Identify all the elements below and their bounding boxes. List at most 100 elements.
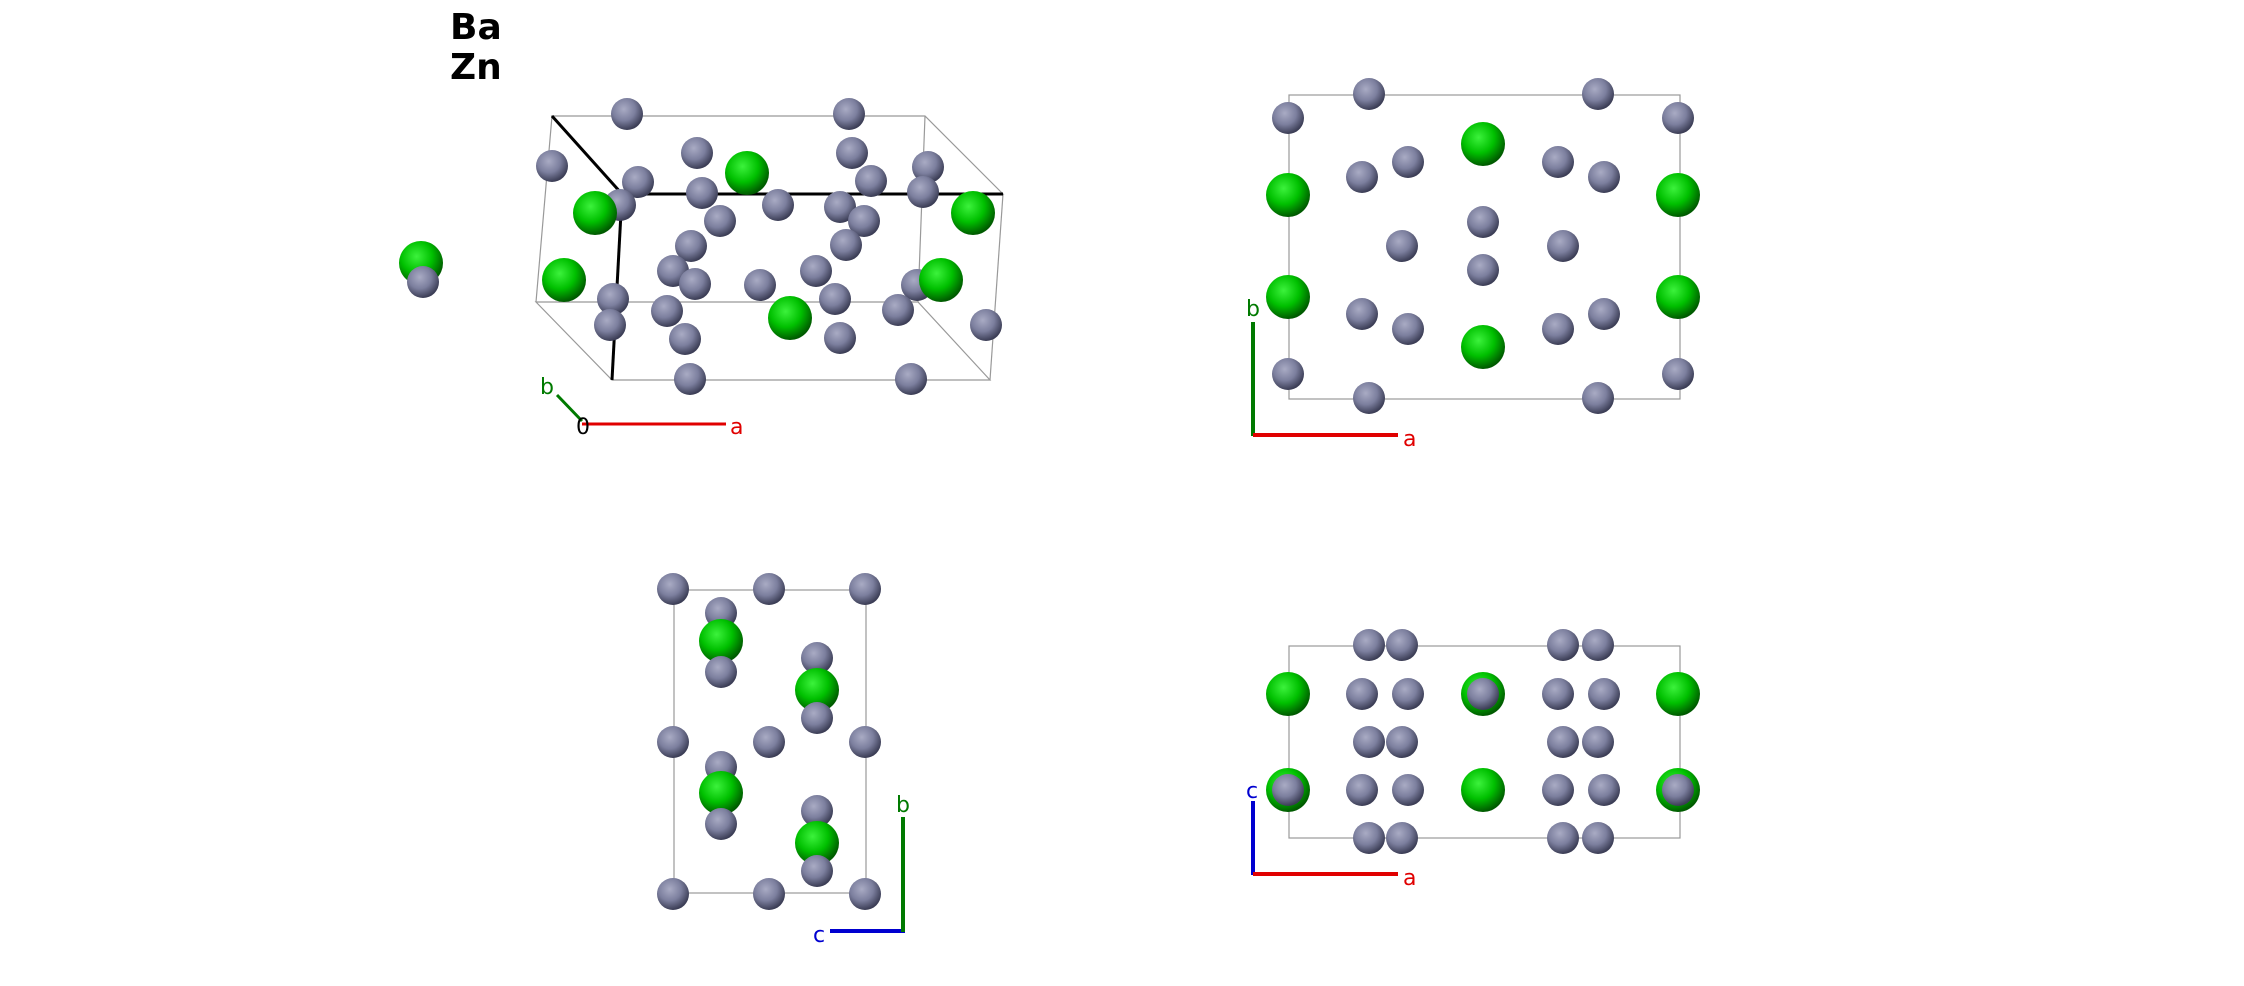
zn-atom [1582, 726, 1614, 758]
b-axis-label: b [540, 375, 554, 400]
zn-atom [800, 255, 832, 287]
zn-atom [824, 191, 856, 223]
zn-atom [830, 229, 862, 261]
zn-atom [824, 322, 856, 354]
zn-atom [1346, 774, 1378, 806]
a-axis-label: a [1403, 866, 1416, 891]
ba-atom [1461, 325, 1505, 369]
legend-zn: Zn [450, 47, 502, 88]
zn-atom [1467, 678, 1499, 710]
zn-atom [1542, 774, 1574, 806]
zn-atom [1353, 382, 1385, 414]
legend-ba: Ba [450, 7, 502, 48]
zn-atom [1582, 822, 1614, 854]
axis-indicator-ac: c a [1246, 779, 1416, 891]
ba-atom [699, 771, 743, 815]
zn-atom [597, 283, 629, 315]
zn-atom [704, 205, 736, 237]
zn-atom [849, 878, 881, 910]
zn-atom [833, 98, 865, 130]
b-axis-label: b [1246, 297, 1260, 322]
ba-atom [699, 619, 743, 663]
ba-atom [1461, 122, 1505, 166]
zn-atom [1588, 678, 1620, 710]
zn-atom [681, 137, 713, 169]
zn-atom [657, 726, 689, 758]
zn-atom [686, 177, 718, 209]
zn-atom [1272, 358, 1304, 390]
zn-atom [801, 855, 833, 887]
cb-view: c b [657, 573, 910, 948]
zn-atom [657, 573, 689, 605]
zn-atom [855, 165, 887, 197]
zn-atom [1547, 629, 1579, 661]
zn-atom [705, 808, 737, 840]
zn-atom [801, 702, 833, 734]
axis-indicator-perspective: b 0 a [540, 375, 743, 440]
zn-atom [801, 642, 833, 674]
zn-atom [594, 309, 626, 341]
zn-atom [1542, 313, 1574, 345]
ab-view: b a [1246, 78, 1700, 452]
zn-atom [1547, 726, 1579, 758]
zn-atom [907, 176, 939, 208]
axis-indicator-ab: b a [1246, 297, 1416, 452]
atoms-cb [657, 573, 881, 910]
zn-atom [1386, 629, 1418, 661]
zn-atom [675, 230, 707, 262]
zn-atom [753, 726, 785, 758]
zn-atom [536, 150, 568, 182]
zn-atom [611, 98, 643, 130]
zn-atom [849, 726, 881, 758]
zn-atom [1392, 146, 1424, 178]
zn-atom [1467, 254, 1499, 286]
c-axis-label: c [1246, 779, 1258, 804]
zn-atom [1542, 678, 1574, 710]
zn-atom [836, 137, 868, 169]
unit-cell-box [1288, 94, 1681, 400]
zn-atom [1588, 774, 1620, 806]
a-axis-label: a [730, 415, 743, 440]
ba-atom [795, 668, 839, 712]
zn-atom [1547, 230, 1579, 262]
zn-atom [1392, 678, 1424, 710]
ba-atom [1656, 672, 1700, 716]
zn-atom [1582, 629, 1614, 661]
zn-atom [407, 266, 439, 298]
perspective-view: b 0 a [399, 98, 1005, 440]
zn-atom [1346, 678, 1378, 710]
ba-atom [1266, 672, 1310, 716]
a-axis-label: a [1403, 427, 1416, 452]
zn-atom [1582, 382, 1614, 414]
ba-atom [1266, 173, 1310, 217]
zn-atom [1662, 102, 1694, 134]
zn-atom [679, 268, 711, 300]
ac-view: c a [1246, 629, 1700, 891]
zn-atom [753, 573, 785, 605]
ba-atom [951, 191, 995, 235]
ba-atom [795, 821, 839, 865]
zn-atom [1392, 313, 1424, 345]
zn-atom [1353, 726, 1385, 758]
element-legend: Ba Zn [450, 8, 502, 88]
ba-atom [542, 258, 586, 302]
zn-atom [1588, 161, 1620, 193]
ba-atom [919, 258, 963, 302]
zn-atom [819, 283, 851, 315]
zn-atom [1582, 78, 1614, 110]
zn-atom [1386, 230, 1418, 262]
ba-atom [725, 151, 769, 195]
zn-atom [801, 795, 833, 827]
zn-atom [705, 656, 737, 688]
zn-atom [651, 295, 683, 327]
ba-atom [1266, 275, 1310, 319]
zn-atom [1353, 822, 1385, 854]
zn-atom [657, 878, 689, 910]
ba-atom [573, 191, 617, 235]
zn-atom [1542, 146, 1574, 178]
zn-atom [762, 189, 794, 221]
zn-atom [848, 205, 880, 237]
zn-atom [1467, 206, 1499, 238]
zn-atom [1662, 774, 1694, 806]
